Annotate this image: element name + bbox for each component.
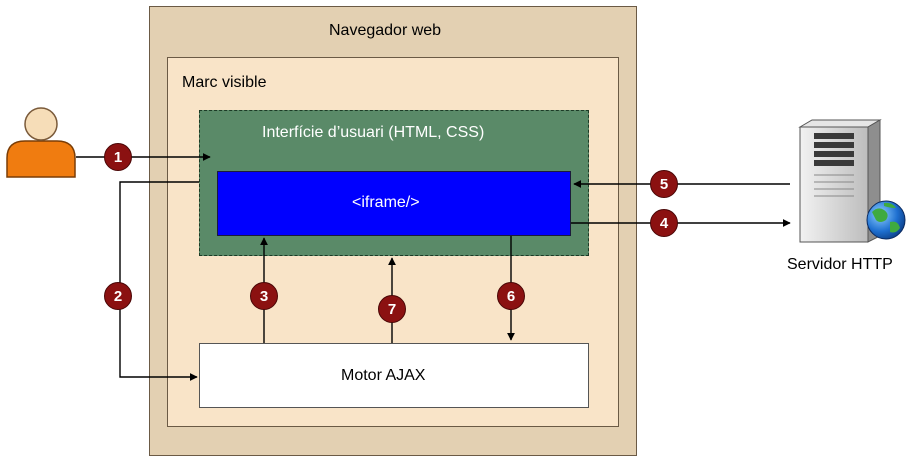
step-marker-2: 2 — [104, 282, 132, 310]
step-marker-1: 1 — [104, 143, 132, 171]
iframe-label: <iframe/> — [352, 194, 420, 211]
server-label: Servidor HTTP — [787, 256, 893, 273]
visible-frame-title: Marc visible — [182, 74, 267, 91]
user-interface-title: Interfície d’usuari (HTML, CSS) — [262, 124, 485, 141]
arrow-2 — [119, 181, 199, 381]
browser-title: Navegador web — [329, 22, 442, 39]
step-marker-6: 6 — [497, 282, 525, 310]
globe-icon — [866, 200, 906, 240]
user-icon — [6, 107, 76, 178]
ajax-engine-label: Motor AJAX — [341, 367, 426, 384]
step-marker-7: 7 — [378, 295, 406, 323]
step-marker-3: 3 — [250, 282, 278, 310]
iframe-box — [217, 171, 571, 236]
ajax-engine-box — [199, 343, 589, 408]
step-marker-5: 5 — [650, 170, 678, 198]
step-marker-4: 4 — [650, 209, 678, 237]
server-tower-icon — [798, 119, 882, 243]
